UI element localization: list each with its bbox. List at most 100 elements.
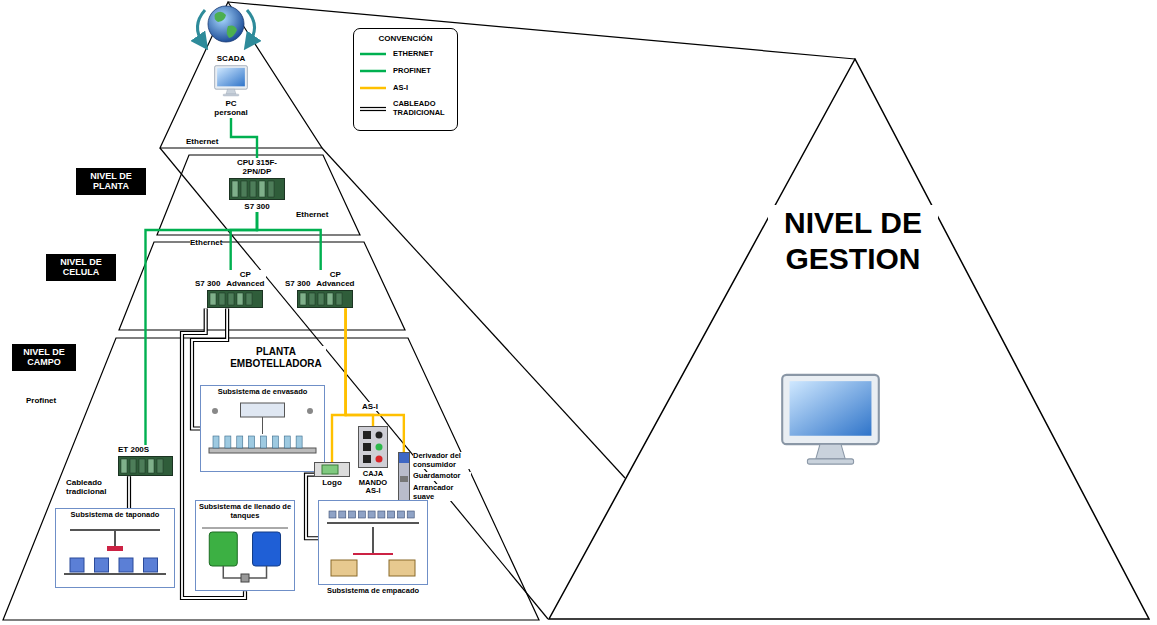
module-slot [228, 293, 234, 305]
starter-body [399, 453, 410, 506]
swatch-line [360, 53, 386, 56]
triangle-shape [549, 59, 1149, 619]
swatch-line [360, 107, 386, 111]
lamp [376, 444, 383, 451]
bottle [213, 436, 219, 448]
pyramid-band [157, 155, 360, 235]
device-label: CP Advanced [314, 270, 356, 288]
subsystem-schematic [58, 522, 172, 580]
module-slot [232, 181, 238, 197]
bottle [272, 436, 278, 448]
module-slot [327, 293, 333, 305]
package [349, 511, 356, 518]
scada-station: SCADAPC personal [200, 54, 262, 118]
tank [253, 532, 281, 566]
plc-cpu: CPU 315F-2PN/DP S7 300 [225, 158, 289, 212]
bottle [225, 436, 231, 448]
legend-text: CABLEADO TRADICIONAL [393, 100, 452, 117]
press-stem [114, 530, 116, 548]
zoom-line [322, 148, 625, 478]
logo-module: Logo [314, 462, 350, 487]
device-label: S7 300 [244, 202, 269, 211]
box [331, 560, 357, 576]
module-body [230, 179, 285, 200]
device-label: Guardamotor [413, 472, 471, 481]
level-tag: NIVEL DE CAMPO [12, 344, 76, 371]
monitor-stand [226, 89, 236, 94]
level-tag: NIVEL DE PLANTA [76, 168, 146, 195]
cable-inner [306, 475, 318, 539]
monitor-base [807, 459, 853, 464]
subsystem-title: Subsistema de empacado [318, 587, 428, 596]
robot-arm [372, 527, 374, 554]
bottle [237, 436, 243, 448]
subsystem-box: Subsistema de llenado de tanques [195, 500, 295, 591]
lamp [376, 456, 383, 463]
legend-row: CABLEADO TRADICIONAL [359, 100, 452, 117]
plc-module-icon [229, 178, 285, 200]
module-slot [130, 459, 136, 473]
device-header: S7 300 CP Advanced [285, 270, 356, 288]
container [119, 558, 133, 572]
cable-inner [128, 476, 130, 508]
module-display [322, 465, 338, 474]
management-level-triangle: NIVEL DE GESTION [548, 58, 1150, 620]
bottle [249, 436, 255, 448]
level-title: NIVEL DE GESTION [768, 205, 938, 277]
traditional-cable [306, 475, 318, 539]
connection-label: AS-I [362, 402, 378, 411]
plc-module-icon [207, 290, 263, 308]
valve [241, 574, 249, 582]
module-slot [336, 293, 342, 305]
globe-land [227, 26, 237, 39]
globe-land [214, 12, 226, 22]
swatch-line [360, 70, 386, 73]
module-body [119, 457, 173, 476]
connection-label: Ethernet [186, 137, 218, 146]
monitor-icon [778, 370, 883, 470]
package [397, 511, 404, 518]
pyramid-band [160, 2, 322, 148]
device-label: CPU 315F-2PN/DP [225, 158, 289, 176]
connection-label: Cableado tradicional [66, 478, 108, 496]
subsystem-title: Subsistema de llenado de tanques [198, 503, 292, 520]
device-label: CAJA MANDO AS-I [352, 470, 394, 496]
machine [241, 403, 285, 417]
device-label: Derivador del consumidor [413, 452, 471, 469]
network-link [257, 212, 321, 270]
pyramid-band [119, 242, 405, 330]
level-label: NIVEL DE CELULA [50, 257, 112, 278]
device-label: Logo [322, 478, 342, 487]
logo-module-icon [314, 462, 350, 477]
box [389, 560, 415, 576]
legend-swatch [359, 104, 387, 114]
package [407, 511, 414, 518]
capper-head [107, 546, 123, 551]
link-line [332, 308, 346, 462]
subsystem-box: Subsistema de envasado [200, 385, 325, 472]
subsystem-box: Subsistema de taponado [55, 508, 175, 588]
conveyor [209, 448, 316, 453]
legend-text: PROFINET [393, 67, 431, 76]
legend-text: ETHERNET [393, 50, 433, 59]
link-line [231, 118, 257, 158]
control-box: CAJA MANDO AS-I [352, 426, 394, 496]
package [378, 511, 385, 518]
device-label: S7 300 [285, 279, 310, 288]
module-slot [268, 181, 274, 197]
globe-icon [208, 6, 244, 42]
subsystem-frame [318, 500, 428, 585]
level-tag: NIVEL DE CELULA [46, 254, 116, 281]
module-body [208, 291, 263, 308]
plc-module-icon [297, 290, 353, 308]
zoom-line [228, 2, 855, 59]
remote-io: ET 200S [118, 445, 173, 476]
legend-title: CONVENCIÓN [359, 34, 452, 43]
package [339, 511, 346, 518]
subsystem-schematic [198, 522, 292, 588]
subsystem-schematic [203, 399, 322, 464]
conveyor [327, 522, 419, 524]
plc-device: S7 300 CP Advanced [285, 270, 356, 308]
subsystem-box: Subsistema de empacado [318, 500, 428, 596]
monitor-stand [816, 444, 845, 459]
